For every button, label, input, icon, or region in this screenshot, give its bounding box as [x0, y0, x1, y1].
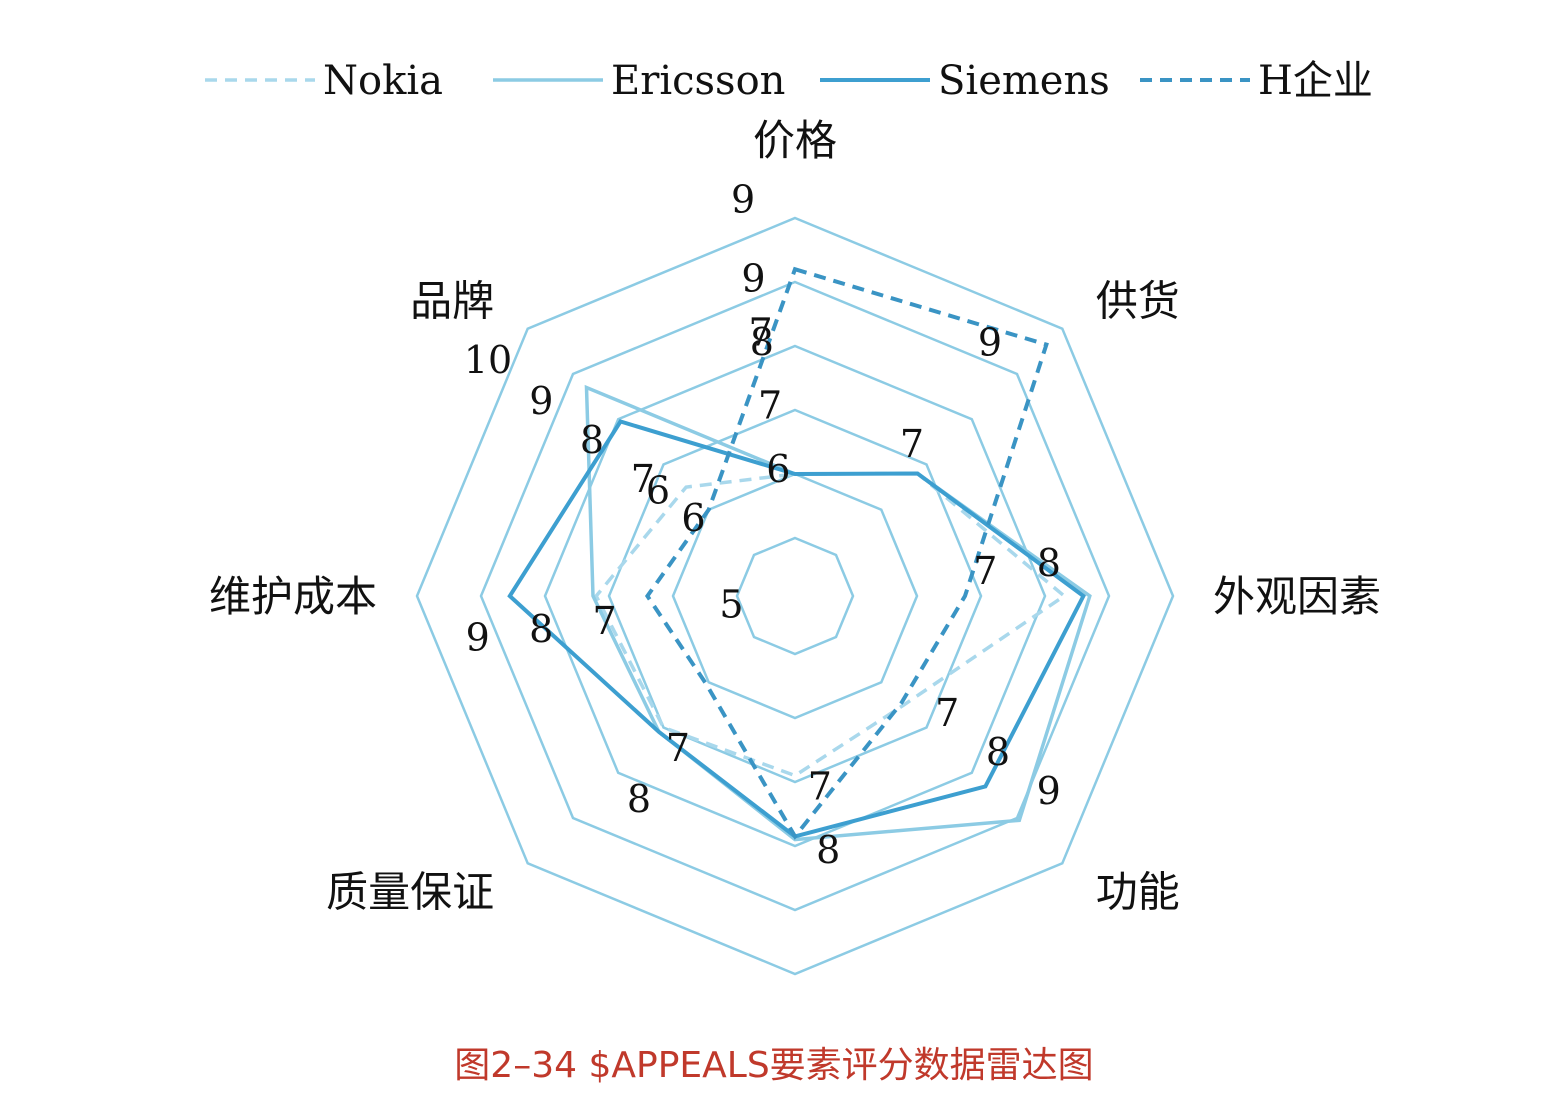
ring-label-extra: 6: [646, 469, 670, 513]
ring-label: 7: [808, 764, 832, 808]
ring-label: 7: [666, 726, 690, 770]
ring-label: 9: [466, 616, 490, 660]
figure-caption: 图2–34 $APPEALS要素评分数据雷达图: [454, 1045, 1094, 1086]
axis-label: 品牌: [410, 276, 494, 325]
ring-label: 7: [900, 422, 924, 466]
axis-label: 质量保证: [326, 868, 494, 917]
ring-label-extra: 9: [731, 177, 755, 221]
ring-8: [543, 344, 1047, 848]
ring-5: [735, 536, 855, 656]
ring-label: 6: [766, 447, 790, 491]
ring-label: 8: [580, 418, 604, 462]
ring-label: 6: [681, 496, 705, 540]
axis-label: 易用性: [732, 1028, 858, 1030]
series-line-0: [594, 471, 1068, 778]
legend-label: Siemens: [938, 58, 1110, 104]
axis-label: 外观因素: [1213, 572, 1381, 621]
ring-10: [415, 216, 1175, 976]
ring-label: 9: [741, 257, 765, 301]
radar-rings: [415, 216, 1175, 976]
legend-label: Ericsson: [611, 58, 785, 104]
axis-label: 维护成本: [209, 572, 377, 621]
ring-label: 7: [935, 691, 959, 735]
ring-label: 7: [593, 599, 617, 643]
series-line-1: [584, 384, 1092, 842]
legend-label: H企业: [1258, 58, 1373, 104]
ring-label: 8: [627, 777, 651, 821]
axis-label: 功能: [1096, 868, 1180, 917]
radar-series: [507, 266, 1092, 842]
axis-label: 供货: [1096, 276, 1180, 325]
ring-label: 7: [973, 549, 997, 593]
ring-label-extra: 7: [749, 311, 773, 355]
axis-label: 价格: [753, 116, 837, 165]
ring-label: 5: [719, 582, 743, 626]
axis-labels: 价格供货外观因素功能易用性 质量保证 维护成本 品牌: [209, 116, 1381, 1077]
ring-label: 9: [978, 320, 1002, 364]
ring-6: [671, 472, 919, 720]
ring-label: 9: [529, 379, 553, 423]
ring-9: [479, 280, 1111, 912]
ring-label: 8: [750, 320, 774, 364]
ring-label: 8: [986, 730, 1010, 774]
ring-label: 7: [758, 384, 782, 428]
ring-label: 8: [529, 607, 553, 651]
ring-label: 8: [1037, 541, 1061, 585]
ring-7: [607, 408, 983, 784]
legend-label: Nokia: [323, 58, 443, 104]
ring-label-extra: 10: [464, 338, 512, 382]
ring-label: 7: [631, 457, 655, 501]
series-line-3: [644, 266, 1049, 840]
legend: Nokia Ericsson Siemens H企业: [205, 58, 1373, 104]
ring-label: 8: [816, 828, 840, 872]
ring-label: 9: [1037, 769, 1061, 813]
